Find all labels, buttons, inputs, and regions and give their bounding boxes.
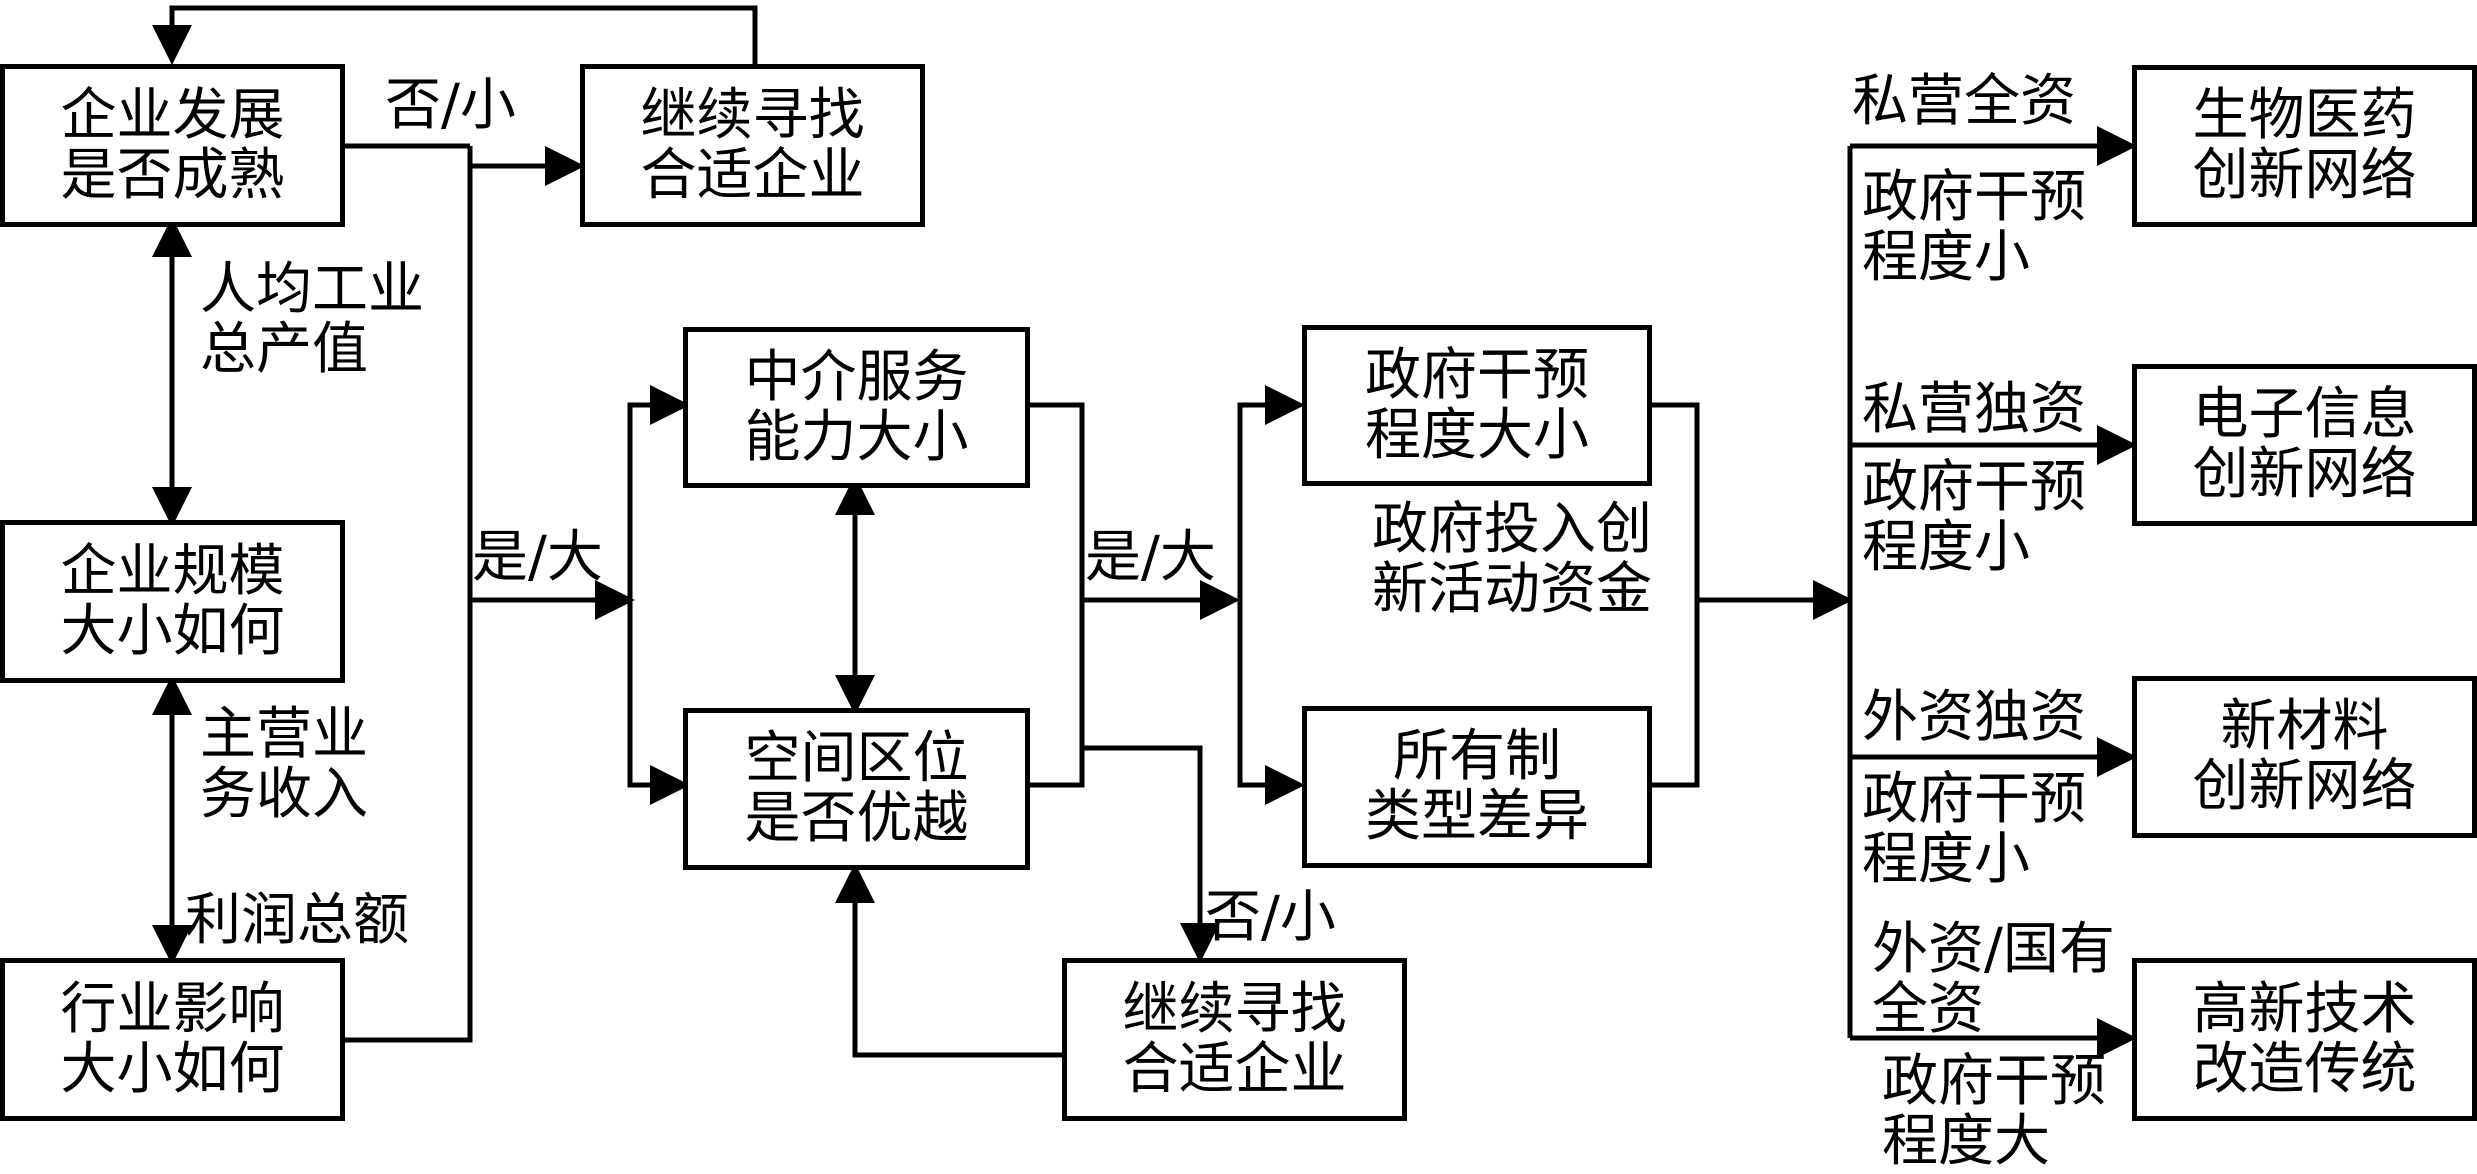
node-electronics-network-text: 电子信息 创新网络 <box>2192 382 2417 507</box>
node-new-materials-network: 新材料 创新网络 <box>2132 676 2477 838</box>
node-intermediary-capacity: 中介服务 能力大小 <box>683 327 1030 488</box>
label-main-revenue: 主营业 务收入 <box>200 702 368 827</box>
node-enterprise-scale: 企业规模 大小如何 <box>0 520 345 683</box>
left-trunk-line <box>345 146 473 1043</box>
label-gov-investment: 政府投入创 新活动资金 <box>1372 497 1652 622</box>
node-new-materials-network-text: 新材料 创新网络 <box>2192 694 2417 819</box>
node-biomedicine-network-text: 生物医药 创新网络 <box>2192 83 2417 208</box>
label-private-full: 私营全资 <box>1852 69 2076 134</box>
node-industry-influence: 行业影响 大小如何 <box>0 958 345 1121</box>
node-biomedicine-network: 生物医药 创新网络 <box>2132 65 2477 227</box>
node-enterprise-maturity-text: 企业发展 是否成熟 <box>60 82 285 208</box>
node-enterprise-scale-text: 企业规模 大小如何 <box>60 538 285 664</box>
middle-join-line <box>1030 402 1085 788</box>
node-hightech-transform-text: 高新技术 改造传统 <box>2192 976 2417 1102</box>
node-continue-search-bottom: 继续寻找 合适企业 <box>1062 958 1407 1121</box>
node-hightech-transform: 高新技术 改造传统 <box>2132 958 2477 1121</box>
label-yes-big-mid: 是/大 <box>1085 525 1216 590</box>
node-intermediary-capacity-text: 中介服务 能力大小 <box>744 344 969 470</box>
fork-right-up <box>1237 385 1305 600</box>
fork-left-up <box>627 385 690 600</box>
node-continue-search-bottom-text: 继续寻找 合适企业 <box>1122 976 1347 1102</box>
node-electronics-network: 电子信息 创新网络 <box>2132 364 2477 526</box>
node-spatial-location-text: 空间区位 是否优越 <box>744 726 969 851</box>
label-no-small-top: 否/小 <box>385 73 516 138</box>
node-enterprise-maturity: 企业发展 是否成熟 <box>0 64 345 227</box>
node-ownership-difference-text: 所有制 类型差异 <box>1365 724 1589 849</box>
node-continue-search-top-text: 继续寻找 合适企业 <box>640 82 865 208</box>
node-industry-influence-text: 行业影响 大小如何 <box>60 976 285 1102</box>
node-spatial-location: 空间区位 是否优越 <box>683 708 1030 870</box>
no-branch-bottom-arrow <box>1082 745 1220 963</box>
label-gov-small-1: 政府干预 程度小 <box>1862 165 2086 290</box>
label-yes-big-left: 是/大 <box>472 525 603 590</box>
fork-right-down <box>1237 600 1305 805</box>
label-private-sole: 私营独资 <box>1862 377 2086 442</box>
label-no-small-bottom: 否/小 <box>1205 885 1336 950</box>
label-gov-large: 政府干预 程度大 <box>1882 1049 2106 1174</box>
node-continue-search-top: 继续寻找 合适企业 <box>580 64 925 227</box>
node-gov-intervention: 政府干预 程度大小 <box>1302 325 1652 486</box>
label-gov-small-2: 政府干预 程度小 <box>1862 455 2086 580</box>
fork-left-down <box>627 600 690 805</box>
loop-arrow-bottom <box>835 863 1062 1058</box>
label-foreign-sole: 外资独资 <box>1862 685 2086 750</box>
label-gross-output: 人均工业 总产值 <box>200 257 424 382</box>
node-ownership-difference: 所有制 类型差异 <box>1302 706 1652 868</box>
label-gov-small-3: 政府干预 程度小 <box>1862 767 2086 892</box>
label-total-profit: 利润总额 <box>185 888 409 953</box>
right-join-line <box>1652 402 1700 788</box>
label-foreign-state-full: 外资/国有 全资 <box>1872 917 2115 1042</box>
loop-arrow-top <box>152 5 758 66</box>
node-gov-intervention-text: 政府干预 程度大小 <box>1365 342 1589 468</box>
